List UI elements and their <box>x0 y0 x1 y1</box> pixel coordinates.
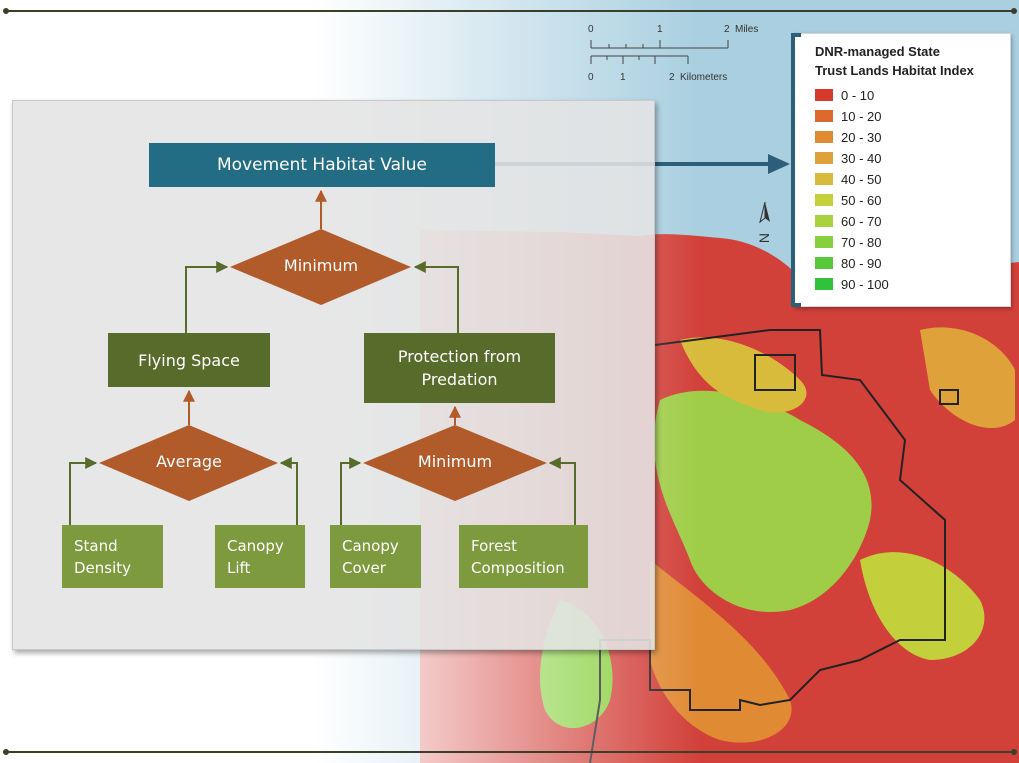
legend-swatch <box>815 131 833 143</box>
legend-item: 90 - 100 <box>815 275 889 293</box>
movement-habitat-value-label: Movement Habitat Value <box>216 155 427 175</box>
canopy-cover-line-2: Cover <box>342 558 386 577</box>
bottom-rule <box>3 749 1017 755</box>
scale-km-tick-2: 2 <box>669 72 675 83</box>
legend-item: 40 - 50 <box>815 170 881 188</box>
canopy-lift-line-1: Canopy <box>227 536 284 555</box>
protection-from-predation-label: Protection from Predation <box>397 347 522 389</box>
scale-mile-tick-2: 2 <box>724 24 730 35</box>
top-operator-label: Minimum <box>283 256 359 275</box>
stand-density-box: Stand Density <box>62 525 163 588</box>
forest-composition-box: Forest Composition <box>459 525 588 588</box>
legend-item-label: 40 - 50 <box>841 171 882 187</box>
land-patch-green <box>653 390 872 612</box>
legend-item: 20 - 30 <box>815 128 881 146</box>
edge-canopy-lift <box>279 457 298 525</box>
parcel-boundary-box <box>754 354 796 391</box>
land-patch-yellow-2 <box>920 327 1015 429</box>
land-patch-yellow <box>680 337 807 413</box>
forest-composition-line-1: Forest <box>471 536 518 555</box>
legend-title: DNR-managed State Trust Lands Habitat In… <box>815 42 974 80</box>
legend-bracket <box>791 33 801 307</box>
legend-swatch <box>815 173 833 185</box>
scale-km-tick-1: 1 <box>620 72 626 83</box>
legend-item-label: 50 - 60 <box>841 192 882 208</box>
north-arrow: N <box>752 200 778 256</box>
legend-title-line-1: DNR-managed State <box>815 44 940 59</box>
right-operator-diamond <box>363 425 547 501</box>
stand-density-line-1: Stand <box>74 536 118 555</box>
top-operator-diamond <box>230 229 411 305</box>
forest-composition-line-2: Composition <box>471 558 565 577</box>
scale-bar: 0 1 2 Miles 0 1 2 Kilometers <box>583 20 783 95</box>
legend-item-label: 90 - 100 <box>841 276 889 292</box>
scale-km-unit: Kilometers <box>680 72 728 83</box>
left-operator-diamond <box>99 425 278 501</box>
edge-flying-space <box>185 261 229 333</box>
legend-title-line-2: Trust Lands Habitat Index <box>815 63 974 78</box>
edge-canopy-cover <box>340 457 362 525</box>
legend-swatch <box>815 257 833 269</box>
legend-item-label: 70 - 80 <box>841 234 882 250</box>
canopy-lift-line-2: Lift <box>227 558 251 577</box>
left-operator-label: Average <box>156 452 222 471</box>
canopy-cover-box: Canopy Cover <box>330 525 421 588</box>
legend-swatch <box>815 89 833 101</box>
legend-item: 30 - 40 <box>815 149 881 167</box>
legend-item-label: 10 - 20 <box>841 108 882 124</box>
north-arrow-icon <box>759 201 770 224</box>
legend-item-label: 20 - 30 <box>841 129 882 145</box>
legend-swatch <box>815 215 833 227</box>
stand-density-line-2: Density <box>74 558 132 577</box>
edge-forest-composition <box>548 457 576 525</box>
scale-km-tick-0: 0 <box>588 72 594 83</box>
scale-mile-unit: Miles <box>735 24 759 35</box>
right-operator-label: Minimum <box>417 452 493 471</box>
diagram-panel: Movement Habitat Value Minimum Average M… <box>12 100 655 650</box>
legend-swatch <box>815 194 833 206</box>
legend-item-label: 0 - 10 <box>841 87 875 103</box>
legend-item: 80 - 90 <box>815 254 881 272</box>
legend-item: 60 - 70 <box>815 212 881 230</box>
edge-stand-density <box>69 457 98 525</box>
flying-space-box: Flying Space <box>108 333 270 387</box>
legend-item: 10 - 20 <box>815 107 881 125</box>
movement-habitat-value-box: Movement Habitat Value <box>149 143 495 187</box>
legend-item-label: 60 - 70 <box>841 213 882 229</box>
scale-mile-tick-1: 1 <box>657 24 663 35</box>
diagram-graphic <box>69 189 576 525</box>
legend-item: 50 - 60 <box>815 191 881 209</box>
north-label: N <box>756 232 773 244</box>
protection-from-predation-box: Protection from Predation <box>364 333 555 403</box>
land-patch-olive <box>860 552 985 660</box>
flying-space-label: Flying Space <box>138 350 240 370</box>
edge-protection <box>413 261 459 333</box>
legend-swatch <box>815 110 833 122</box>
legend-item: 70 - 80 <box>815 233 881 251</box>
parcel-boundary-box-2 <box>939 389 959 405</box>
canopy-cover-line-1: Canopy <box>342 536 399 555</box>
canopy-lift-box: Canopy Lift <box>215 525 305 588</box>
scale-mile-tick-0: 0 <box>588 24 594 35</box>
top-rule <box>3 8 1017 14</box>
legend-swatch <box>815 278 833 290</box>
scale-bar-graphic <box>590 40 729 64</box>
legend-swatch <box>815 236 833 248</box>
legend: DNR-managed State Trust Lands Habitat In… <box>791 33 1011 307</box>
legend-swatch <box>815 152 833 164</box>
legend-item-label: 30 - 40 <box>841 150 882 166</box>
legend-item: 0 - 10 <box>815 86 874 104</box>
legend-item-label: 80 - 90 <box>841 255 882 271</box>
